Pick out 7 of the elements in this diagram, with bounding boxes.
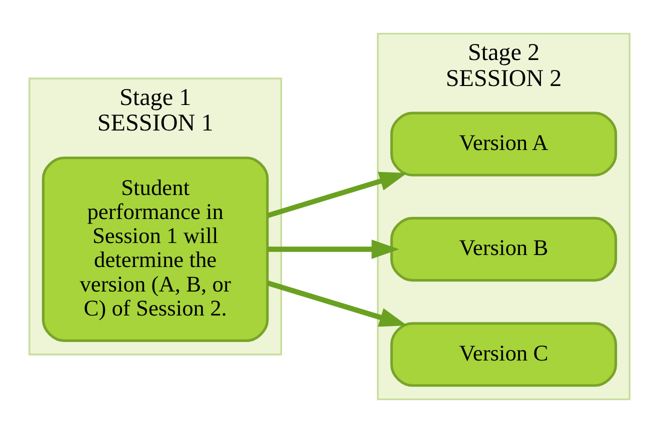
arrow [268, 239, 400, 258]
node-box: Version B [390, 216, 618, 282]
arrow [266, 280, 408, 326]
node-box: Version A [390, 111, 618, 176]
node-box: Version C [390, 322, 618, 386]
node-box: Student performance in Session 1 will determine the version (A, B, or C) of Session 2. [42, 156, 269, 342]
arrow [266, 171, 408, 218]
